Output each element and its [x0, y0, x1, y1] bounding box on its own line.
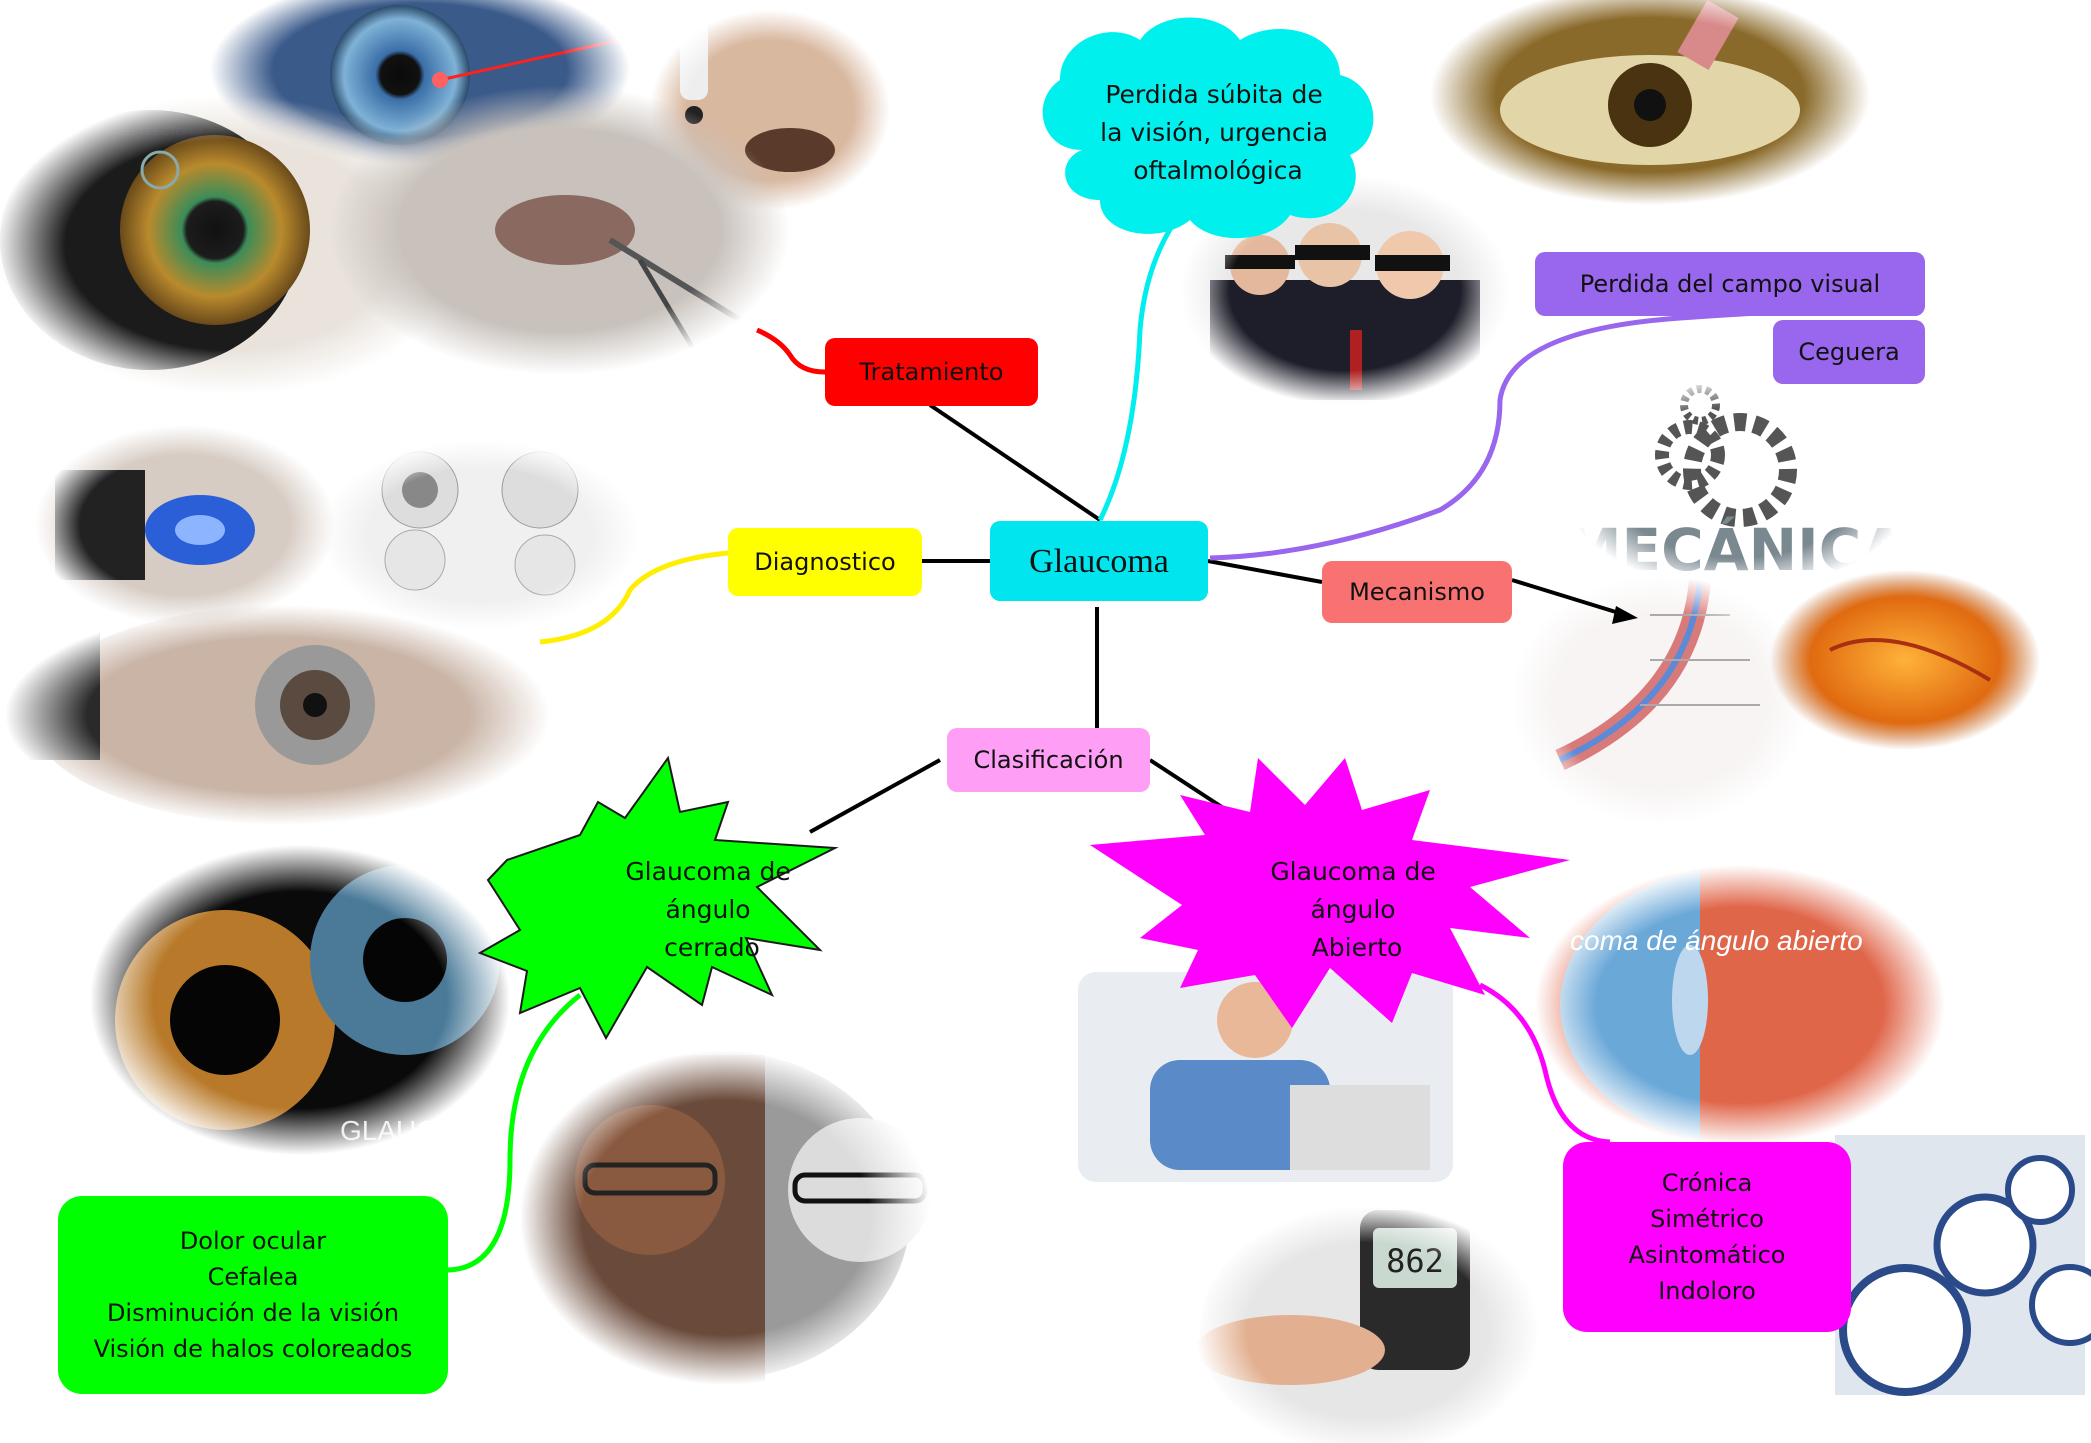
symptom-item: Dolor ocular [179, 1227, 327, 1255]
cloud-text: Perdida súbita de la visión, urgencia of… [1100, 80, 1336, 185]
clocks-photo [1835, 1135, 2091, 1396]
node-mecanismo: Mecanismo [1322, 561, 1512, 623]
iris-closeup-photo: GLAUCO [90, 845, 510, 1155]
node-diagnostico-label: Diagnostico [754, 548, 896, 576]
eye-surgery-photo [330, 85, 790, 375]
node-ceguera: Ceguera [1773, 320, 1925, 384]
gears-icon: MECÁNICA [1560, 375, 1915, 590]
ophthalmoscope-photo [5, 605, 550, 825]
open-angle-line: Glaucoma de [1270, 857, 1435, 886]
open-angle-symptoms: Crónica Simétrico Asintomático Indoloro [1563, 1142, 1851, 1332]
closed-angle-line: cerrado [664, 933, 760, 962]
closed-angle-line: ángulo [665, 895, 750, 924]
node-ceguera-label: Ceguera [1798, 338, 1900, 366]
vintage-eye-photo [1430, 0, 1870, 205]
symptom-item: Visión de halos coloreados [93, 1335, 413, 1363]
senior-laptop-photo [1078, 972, 1453, 1182]
open-angle-line: ángulo [1310, 895, 1395, 924]
glucometer-photo: 862 [1195, 1205, 1540, 1443]
angulo-abierto-caption: coma de ángulo abierto [1570, 925, 1863, 956]
closed-angle-symptoms: Dolor ocular Cefalea Disminución de la v… [58, 1196, 448, 1394]
retina-photo [1770, 570, 2040, 750]
symptom-item: Indoloro [1658, 1277, 1756, 1305]
open-angle-text: Glaucoma de ángulo Abierto [1270, 857, 1443, 962]
cloud-line: la visión, urgencia [1100, 118, 1328, 147]
node-mecanismo-label: Mecanismo [1349, 578, 1485, 606]
node-clasificacion: Clasificación [947, 728, 1150, 792]
node-clasificacion-label: Clasificación [973, 746, 1124, 774]
women-glasses-photo [520, 1050, 932, 1385]
closed-angle-text: Glaucoma de ángulo cerrado [625, 857, 798, 962]
symptom-item: Crónica [1661, 1169, 1753, 1197]
node-diagnostico: Diagnostico [728, 528, 922, 596]
cloud-line: Perdida súbita de [1105, 80, 1322, 109]
node-tratamiento-label: Tratamiento [859, 358, 1004, 386]
central-node-label: Glaucoma [1029, 542, 1169, 580]
cloud-line: oftalmológica [1133, 156, 1303, 185]
eye-anatomy-diagram [1510, 575, 1810, 825]
trabeculectomy-eye-photo: TRABECULECTOMIA [0, 95, 465, 395]
glauco-caption: GLAUCO [340, 1115, 458, 1146]
node-campo-visual-label: Perdida del campo visual [1579, 270, 1881, 298]
closed-angle-line: Glaucoma de [625, 857, 790, 886]
glucometer-reading: 862 [1386, 1242, 1444, 1280]
node-tratamiento: Tratamiento [825, 338, 1038, 406]
trabeculectomia-caption: TRABECULECTOMIA [95, 126, 204, 138]
closed-angle-glaucoma-burst: Glaucoma de ángulo cerrado [477, 755, 839, 1041]
symptom-item: Disminución de la visión [106, 1299, 400, 1327]
open-angle-line: Abierto [1312, 933, 1403, 962]
open-angle-glaucoma-burst: Glaucoma de ángulo Abierto [1090, 758, 1570, 1028]
sudden-vision-loss-cloud: Perdida súbita de la visión, urgencia of… [1042, 17, 1374, 239]
blindfolded-people-photo [1180, 175, 1510, 405]
tonometer-photo [35, 425, 335, 625]
symptom-item: Simétrico [1650, 1205, 1764, 1233]
node-campo-visual: Perdida del campo visual [1535, 252, 1925, 316]
connector-lines [447, 224, 1801, 1273]
mecanica-caption: MECÁNICA [1564, 515, 1906, 584]
symptom-item: Asintomático [1628, 1241, 1786, 1269]
central-node-glaucoma: Glaucoma [990, 521, 1208, 601]
visual-field-test-photo [320, 440, 640, 630]
symptom-item: Cefalea [207, 1263, 299, 1291]
eye-cross-section-photo: coma de ángulo abierto [1535, 865, 1945, 1145]
